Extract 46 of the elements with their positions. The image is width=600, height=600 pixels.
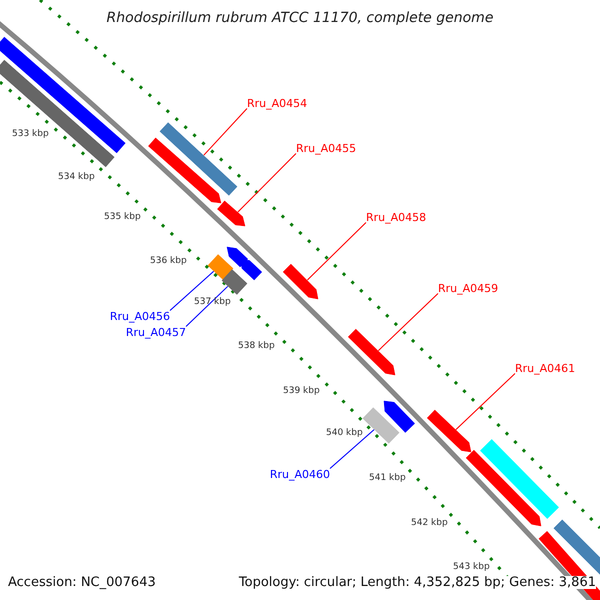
gene-block: [362, 407, 400, 444]
leader-line: [186, 286, 228, 327]
tick-label: 542 kbp: [411, 518, 448, 528]
tick-label: 538 kbp: [238, 342, 275, 350]
gene-label: Rru_A0456: [110, 310, 170, 322]
tick-label: 536 kbp: [150, 256, 187, 266]
gene-block: [554, 520, 600, 576]
leader-line: [237, 153, 296, 212]
gene-label: Rru_A0460: [270, 468, 330, 480]
gene-block: [282, 264, 318, 300]
gene-block: [384, 400, 415, 433]
title: Rhodospirillum rubrum ATCC 11170, complete genome: [106, 11, 494, 25]
leader-line: [306, 222, 366, 280]
tick-label: 535 kbp: [104, 212, 141, 222]
leader-line: [455, 373, 516, 430]
gene-block: [480, 439, 559, 519]
tick-label: 534 kbp: [58, 172, 95, 182]
tick-label: 543 kbp: [453, 562, 490, 572]
accession-text: Accession: NC_007643: [8, 576, 156, 588]
gene-block: [208, 254, 234, 280]
gene-block: [0, 60, 115, 168]
gene-label: Rru_A0461: [515, 362, 576, 374]
tick-label: 539 kbp: [283, 386, 320, 396]
gene-block: [348, 328, 396, 376]
gene-label: Rru_A0455: [296, 142, 356, 154]
tick-label: 533 kbp: [12, 130, 49, 138]
leader-line: [170, 270, 214, 311]
gene-label: Rru_A0458: [366, 212, 426, 222]
gene-block: [217, 200, 246, 226]
gene-label: Rru_A0454: [247, 98, 308, 108]
tick-label: 537 kbp: [194, 298, 231, 306]
tick-label: 540 kbp: [326, 428, 363, 438]
leader-line: [378, 293, 438, 352]
gene-block: [222, 269, 248, 295]
gene-block: [148, 138, 222, 204]
genome-info-text: Topology: circular; Length: 4,352,825 bp; Genes: 3,861: [238, 576, 596, 588]
tick-label: 541 kbp: [369, 474, 406, 482]
gene-block: [0, 36, 126, 154]
gene-block: [466, 450, 542, 526]
leader-line: [203, 108, 248, 156]
gene-block: [426, 410, 472, 452]
gene-label: Rru_A0457: [126, 326, 186, 338]
gene-block: [160, 122, 238, 196]
gene-block: [240, 258, 262, 280]
leader-line: [330, 429, 375, 469]
gene-label: Rru_A0459: [438, 282, 498, 294]
